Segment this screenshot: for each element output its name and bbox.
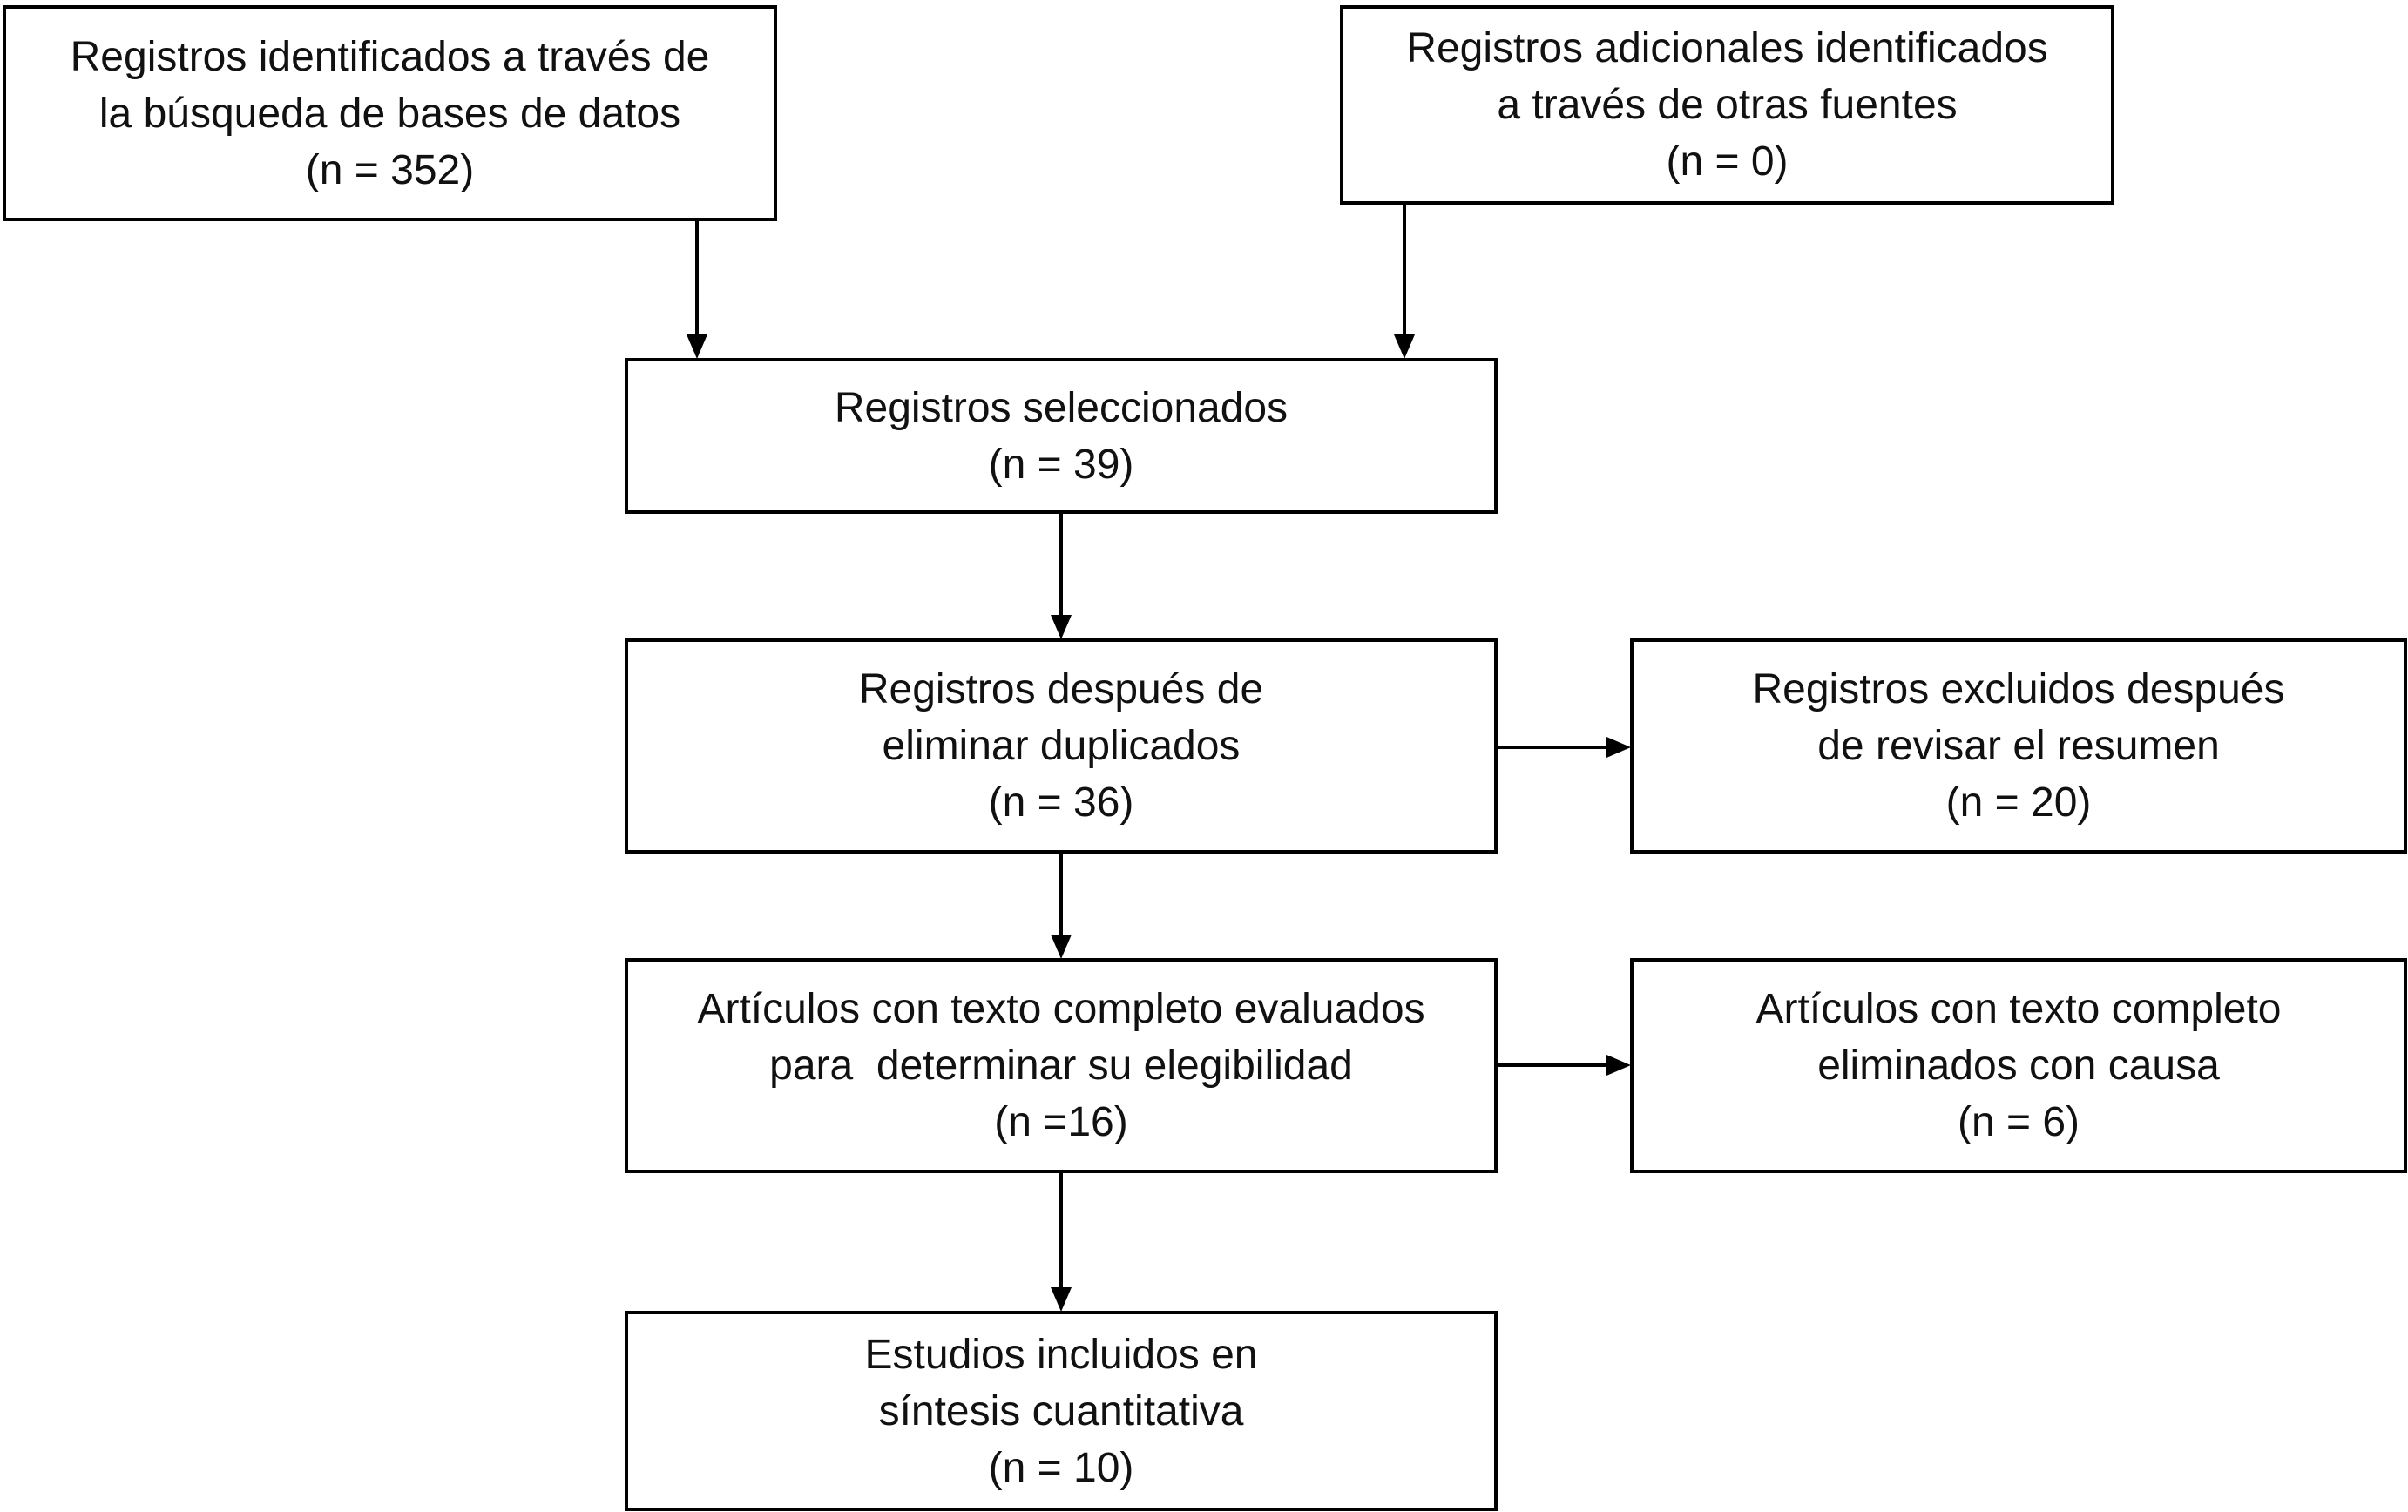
box-line: Artículos con texto completo bbox=[1755, 986, 2282, 1032]
box-count: (n = 0) bbox=[1666, 138, 1789, 185]
box-line: eliminar duplicados bbox=[882, 723, 1241, 769]
box-full-text-assessed: Artículos con texto completo evaluados p… bbox=[625, 958, 1498, 1173]
box-records-selected: Registros seleccionados (n = 39) bbox=[625, 358, 1498, 514]
box-line: Registros excluidos después bbox=[1752, 666, 2285, 712]
box-count: (n = 36) bbox=[988, 780, 1134, 826]
box-count: (n = 20) bbox=[1945, 780, 2092, 826]
box-line: la búsqueda de bases de datos bbox=[98, 90, 681, 137]
box-records-identified-other-sources: Registros adicionales identificados a tr… bbox=[1340, 5, 2114, 205]
box-line: para determinar su elegibilidad bbox=[769, 1043, 1353, 1089]
arrowhead-included bbox=[1051, 1287, 1072, 1312]
box-count: (n = 352) bbox=[305, 146, 475, 193]
box-line: Registros después de bbox=[858, 666, 1264, 712]
box-count: (n = 6) bbox=[1957, 1099, 2080, 1145]
arrowhead-excluded bbox=[1606, 737, 1631, 758]
box-records-identified-database: Registros identificados a través de la b… bbox=[3, 5, 777, 221]
box-line: eliminados con causa bbox=[1817, 1043, 2220, 1089]
arrowhead-selected bbox=[1051, 615, 1072, 639]
box-line: síntesis cuantitativa bbox=[878, 1387, 1244, 1434]
box-line: Estudios incluidos en bbox=[864, 1331, 1258, 1378]
box-line: Registros adicionales identificados bbox=[1406, 25, 2048, 71]
box-line: Registros seleccionados bbox=[834, 384, 1289, 431]
box-line: a través de otras fuentes bbox=[1497, 82, 1958, 128]
box-records-excluded-abstract: Registros excluidos después de revisar e… bbox=[1630, 638, 2407, 854]
box-records-after-duplicates: Registros después de eliminar duplicados… bbox=[625, 638, 1498, 854]
arrowhead-db bbox=[687, 334, 707, 359]
box-studies-included: Estudios incluidos en síntesis cuantitat… bbox=[625, 1311, 1498, 1511]
box-line: de revisar el resumen bbox=[1817, 723, 2220, 769]
box-count: (n = 10) bbox=[988, 1444, 1134, 1491]
box-count: (n =16) bbox=[994, 1099, 1128, 1145]
box-full-text-removed: Artículos con texto completo eliminados … bbox=[1630, 958, 2407, 1173]
arrowhead-fulltext bbox=[1051, 935, 1072, 959]
box-line: Registros identificados a través de bbox=[70, 33, 710, 80]
arrowhead-removed bbox=[1606, 1055, 1631, 1076]
box-count: (n = 39) bbox=[988, 441, 1134, 488]
box-line: Artículos con texto completo evaluados bbox=[697, 986, 1425, 1032]
arrowhead-other bbox=[1394, 334, 1415, 359]
